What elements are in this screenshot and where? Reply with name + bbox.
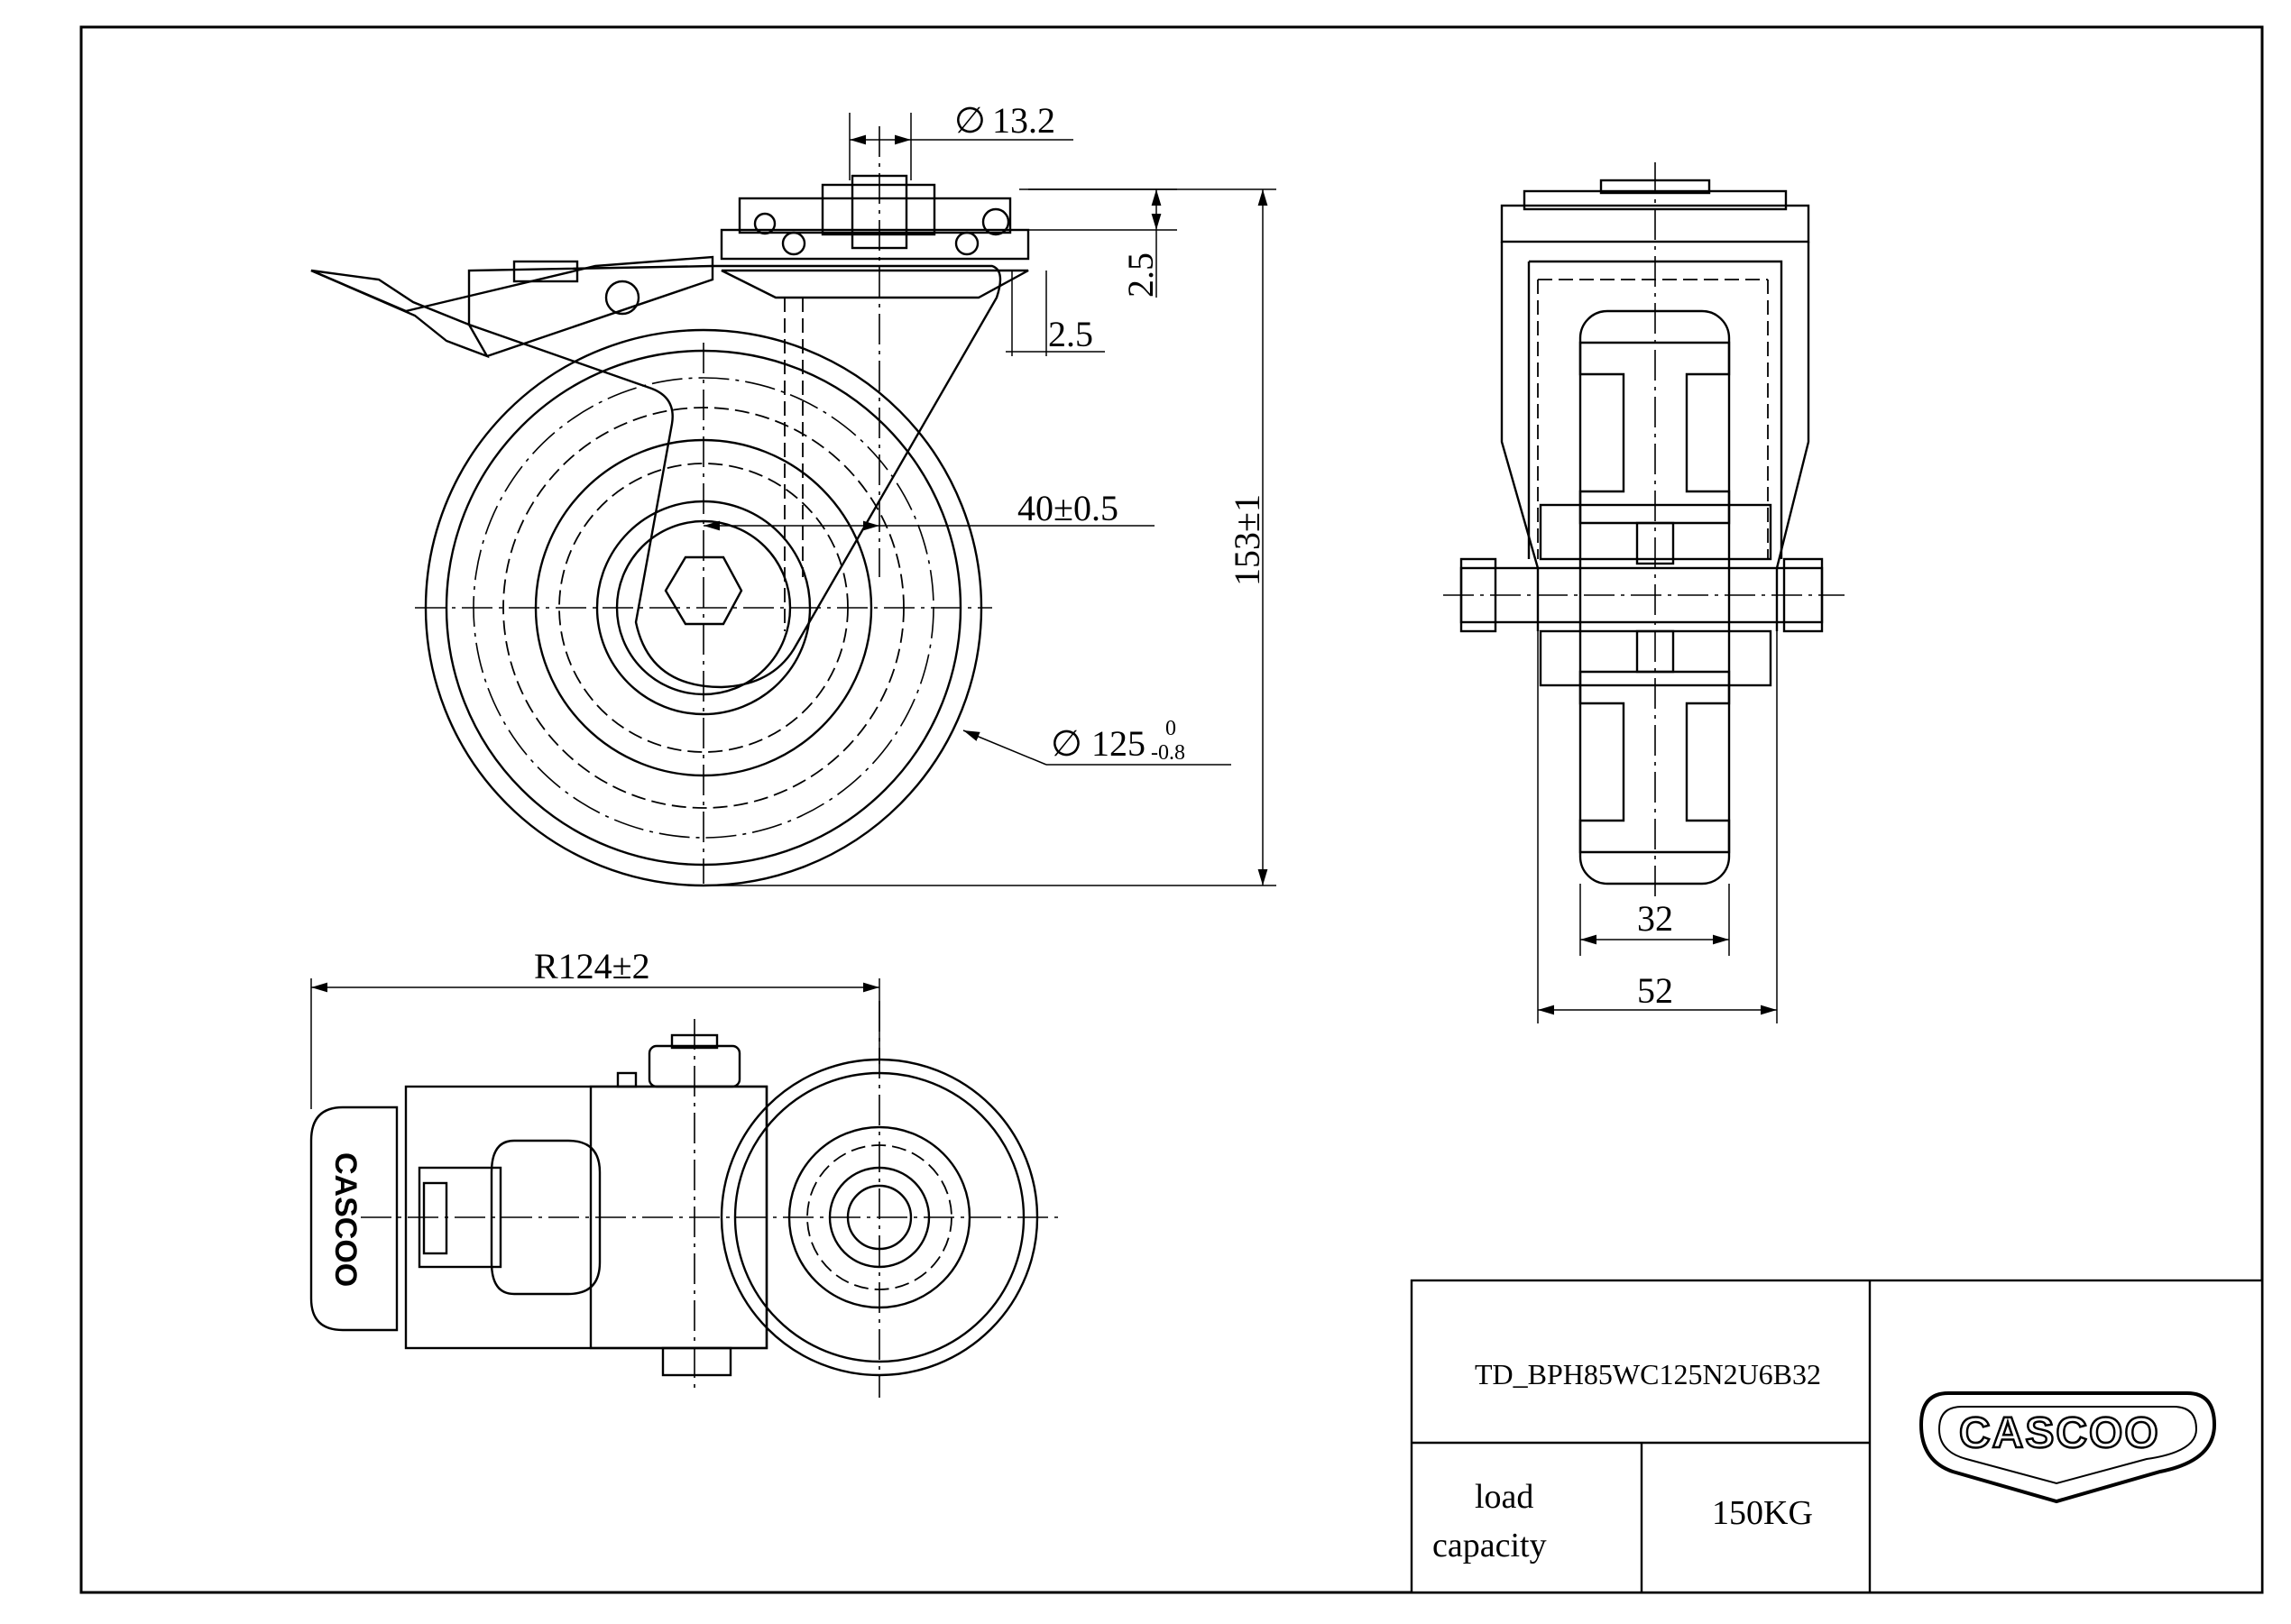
tread-width-label: 32 bbox=[1637, 898, 1673, 939]
swivel-housing bbox=[721, 269, 1029, 299]
axle-end-top bbox=[616, 1071, 638, 1088]
brake-pad-inner bbox=[422, 1181, 448, 1255]
plate-thickness-label: 2.5 bbox=[1120, 252, 1161, 298]
wheel-diameter-symbol: ∅ bbox=[1051, 723, 1082, 764]
front-view bbox=[310, 126, 1030, 887]
top-plate bbox=[720, 228, 1030, 261]
plate-offset-label: 2.5 bbox=[1048, 314, 1093, 354]
ball-bearing-right2 bbox=[981, 207, 1010, 236]
swivel-race bbox=[738, 197, 1012, 234]
ball-bearing-right bbox=[954, 231, 980, 256]
front-view-dimensions: ∅ 13.2 2.5 2.5 40±0.5 153±1 ∅ 125 0 -0.8 bbox=[704, 100, 1276, 886]
fork-inner-dash bbox=[1537, 279, 1769, 559]
ball-bearing-left2 bbox=[753, 212, 777, 235]
brake-lever bbox=[310, 269, 490, 359]
stem-diameter-label: 13.2 bbox=[992, 100, 1055, 141]
company-logo-text: CASCOO bbox=[1959, 1409, 2160, 1457]
pedal-logo-text: CASCOO bbox=[328, 1152, 363, 1287]
load-label-line2: capacity bbox=[1432, 1527, 1547, 1564]
stem-boss bbox=[821, 183, 936, 236]
fork-outer-side bbox=[1500, 242, 1810, 631]
brake-arm bbox=[405, 255, 714, 358]
part-number: TD_BPH85WC125N2U6B32 bbox=[1475, 1358, 1821, 1390]
axle-nut bbox=[664, 555, 743, 626]
brake-lever-edge bbox=[310, 269, 407, 313]
swivel-offset-label: 40±0.5 bbox=[1017, 488, 1118, 528]
lock-frame-top bbox=[490, 1139, 602, 1296]
swivel-radius-label: R124±2 bbox=[534, 946, 650, 986]
side-view-dimensions: 32 52 bbox=[1537, 631, 1778, 1023]
ball-bearing-left bbox=[781, 231, 806, 256]
title-block: TD_BPH85WC125N2U6B32 load capacity 150KG… bbox=[1410, 1279, 2264, 1594]
brake-pivot bbox=[604, 280, 640, 316]
top-view: CASCOO bbox=[309, 1001, 1064, 1398]
wheel-tolerance-upper: 0 bbox=[1165, 717, 1176, 740]
stem-diameter-symbol: ∅ bbox=[954, 100, 986, 141]
load-value: 150KG bbox=[1712, 1494, 1813, 1532]
brake-bracket bbox=[512, 260, 579, 283]
wheel-diameter-label: 125 bbox=[1091, 723, 1146, 764]
drawing-border bbox=[79, 25, 2264, 1594]
load-label-line1: load bbox=[1475, 1478, 1533, 1516]
side-view bbox=[1443, 162, 1845, 902]
wheel-hub-section-bottom bbox=[1578, 670, 1731, 854]
overall-height-label: 153±1 bbox=[1227, 494, 1267, 586]
company-logo: CASCOO bbox=[1918, 1391, 2217, 1504]
top-plate-side bbox=[1500, 204, 1810, 243]
top-view-dimensions: R124±2 bbox=[310, 946, 880, 1109]
pedal-top bbox=[309, 1106, 399, 1332]
wheel-hub-section-top bbox=[1578, 341, 1731, 525]
wheel-tolerance-lower: -0.8 bbox=[1151, 741, 1185, 765]
wheel-width-label: 52 bbox=[1637, 970, 1673, 1011]
fork-leg bbox=[467, 264, 1002, 689]
fork-inner-side bbox=[1527, 260, 1783, 559]
axle-nut-bottom bbox=[661, 1346, 732, 1377]
